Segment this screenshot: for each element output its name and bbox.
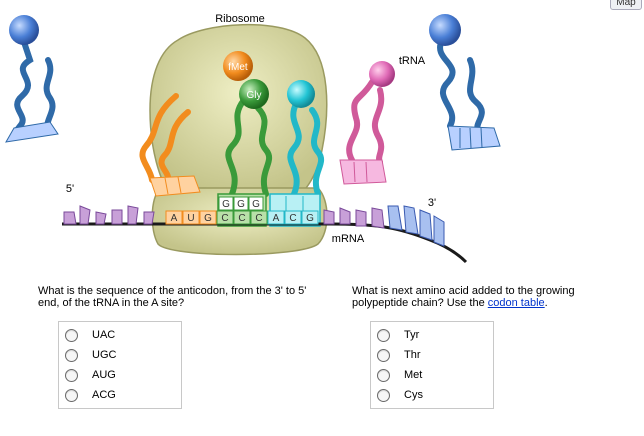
anticodon-base-letter: G — [237, 199, 245, 210]
mrna-label: mRNA — [332, 233, 365, 245]
mrna-base-box — [233, 210, 251, 225]
mrna-base-box — [199, 210, 217, 225]
question-2-choices: Tyr Thr Met Cys — [370, 321, 494, 409]
mrna-base-letter: C — [221, 213, 228, 224]
question-2-prompt: What is next amino acid added to the gro… — [352, 285, 575, 309]
three-prime-label: 3' — [428, 197, 436, 209]
q2-option-4-label: Cys — [404, 389, 423, 401]
right-trna — [429, 14, 501, 151]
q2-option-3[interactable]: Met — [377, 365, 487, 385]
q1-option-4-label: ACG — [92, 389, 116, 401]
q2-option-1[interactable]: Tyr — [377, 325, 487, 345]
mrna-base-letter: A — [273, 213, 280, 224]
trna-label: tRNA — [399, 55, 426, 67]
q2-option-2[interactable]: Thr — [377, 345, 487, 365]
radio-button[interactable] — [377, 368, 390, 382]
q1-option-2[interactable]: UGC — [65, 345, 175, 365]
svg-text:Gly: Gly — [247, 90, 262, 101]
fmet-amino-acid: fMet — [223, 51, 253, 81]
mrna-base-letter: A — [171, 213, 178, 224]
mrna-base-letter: C — [289, 213, 296, 224]
ribosome-label: Ribosome — [215, 13, 265, 25]
q1-option-1[interactable]: UAC — [65, 325, 175, 345]
question-2-text: What is next amino acid added to the gro… — [352, 285, 622, 309]
map-button[interactable]: Map — [610, 0, 642, 10]
mrna-base-letter: U — [187, 213, 194, 224]
radio-button[interactable] — [65, 368, 78, 382]
mrna-base-box — [284, 210, 302, 225]
question-1-text: What is the sequence of the anticodon, f… — [38, 285, 308, 309]
question-2-period: . — [544, 297, 548, 309]
e-site-trna — [139, 93, 201, 197]
mrna-base-letter: G — [306, 213, 314, 224]
anticodon-base-box — [248, 196, 264, 211]
radio-button[interactable] — [377, 348, 390, 362]
q1-option-4[interactable]: ACG — [65, 385, 175, 405]
radio-button[interactable] — [65, 328, 78, 342]
mrna-base-box — [165, 210, 183, 225]
mrna-base-box — [250, 210, 268, 225]
q1-option-2-label: UGC — [92, 349, 117, 361]
anticodon-base-letter: G — [252, 199, 260, 210]
q2-option-3-label: Met — [404, 369, 423, 381]
anticodon-base-letter: G — [222, 199, 230, 210]
question-1-prompt: What is the sequence of the anticodon, f… — [38, 285, 307, 309]
radio-button[interactable] — [65, 388, 78, 402]
exiting-trna — [339, 61, 395, 185]
mrna-base-box — [216, 210, 234, 225]
q2-option-4[interactable]: Cys — [377, 385, 487, 405]
mrna-base-box — [301, 210, 319, 225]
mrna-base-box — [267, 210, 285, 225]
mrna-base-box — [182, 210, 200, 225]
five-prime-label: 5' — [66, 183, 74, 195]
anticodon-base-box — [218, 196, 234, 211]
q2-option-1-label: Tyr — [404, 329, 420, 341]
mrna-base-letter: G — [204, 213, 212, 224]
q2-option-2-label: Thr — [404, 349, 421, 361]
gly-amino-acid: Gly — [239, 79, 269, 109]
q1-option-1-label: UAC — [92, 329, 116, 341]
left-trna — [5, 15, 59, 143]
mrna-strand — [62, 205, 468, 264]
radio-button[interactable] — [377, 328, 390, 342]
radio-button[interactable] — [377, 388, 390, 402]
codon-table-link[interactable]: codon table — [487, 297, 545, 309]
mrna-base-letter: C — [238, 213, 245, 224]
question-1-choices: UAC UGC AUG ACG — [58, 321, 182, 409]
anticodon-base-box — [233, 196, 249, 211]
radio-button[interactable] — [65, 348, 78, 362]
q1-option-3[interactable]: AUG — [65, 365, 175, 385]
svg-text:fMet: fMet — [228, 62, 248, 73]
mrna-base-letter: C — [255, 213, 262, 224]
q1-option-3-label: AUG — [92, 369, 116, 381]
